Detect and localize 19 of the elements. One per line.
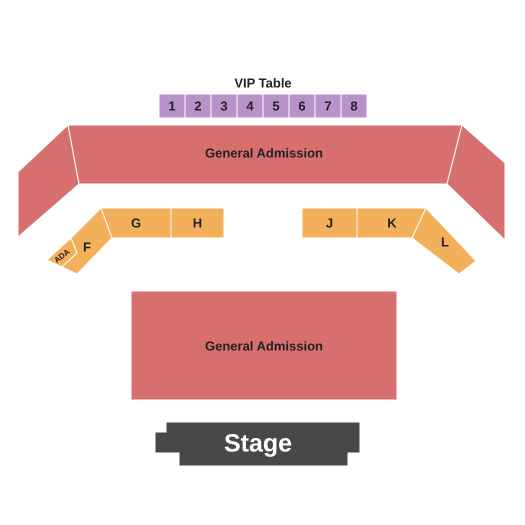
area-heading: VIP Table bbox=[234, 76, 292, 90]
table-number: 5 bbox=[272, 98, 280, 114]
stage-label: Stage bbox=[224, 430, 292, 458]
section-label: G bbox=[130, 216, 142, 230]
table-number: 4 bbox=[246, 98, 254, 114]
section-label: L bbox=[441, 234, 449, 250]
section-label: K bbox=[387, 216, 397, 230]
section-label: ADA bbox=[52, 247, 72, 265]
table-number: 2 bbox=[194, 98, 202, 114]
table-number: 3 bbox=[220, 98, 228, 114]
table-number: 8 bbox=[350, 98, 358, 114]
section-label: F bbox=[83, 240, 91, 254]
table-number: 7 bbox=[324, 98, 332, 114]
section-label: General Admission bbox=[205, 146, 323, 160]
table-number: 6 bbox=[298, 98, 306, 114]
table-number: 1 bbox=[168, 98, 176, 114]
section-label: H bbox=[192, 216, 202, 230]
section-label: General Admission bbox=[205, 338, 323, 353]
section-label: J bbox=[326, 216, 334, 230]
